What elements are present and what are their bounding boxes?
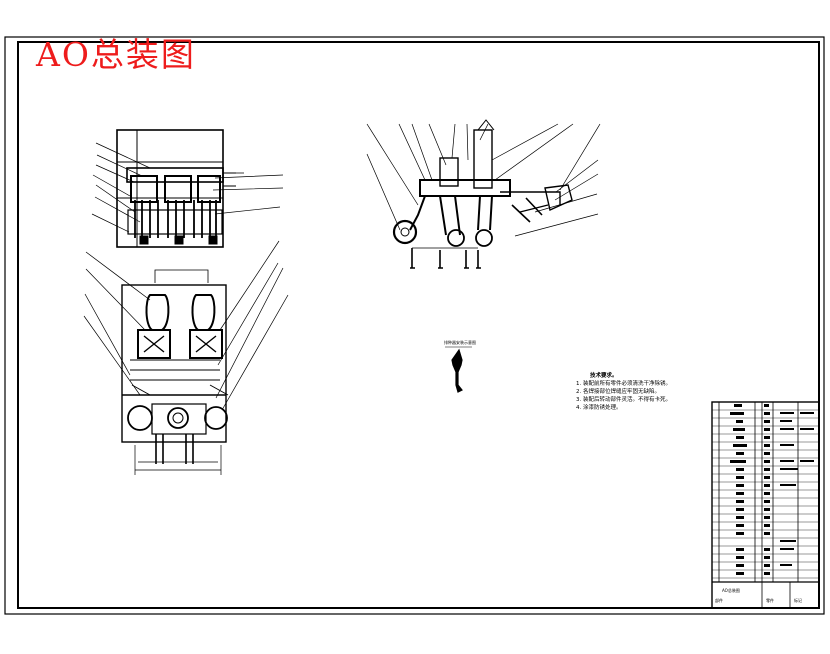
title-block-mid-label: 零件 <box>766 598 774 603</box>
inner-frame <box>17 41 820 609</box>
front-view-leaders <box>91 142 284 233</box>
outer-frame <box>4 36 825 615</box>
seed-meter-detail <box>445 346 472 393</box>
side-view <box>392 119 573 269</box>
title-block-rows <box>712 409 819 579</box>
front-view <box>116 129 236 248</box>
title-block-hatches <box>730 404 814 575</box>
title-block-right-label: 标记 <box>794 598 802 603</box>
plan-view-leaders <box>83 240 289 411</box>
tech-req-item-3: 3. 装配后转动部件灵活。不得有卡死。 <box>576 396 671 403</box>
tech-req-item-1: 1. 装配前所有零件必须清洗干净除锈。 <box>576 380 671 387</box>
title-block-left-label: 部件 <box>715 598 723 603</box>
tech-req-item-2: 2. 各焊接部位焊缝应牢固无缺陷。 <box>576 388 660 395</box>
title-block <box>711 401 820 609</box>
drawing-title: AO总装图 <box>36 35 196 74</box>
tech-req-item-4: 4. 涂漆防锈处理。 <box>576 404 622 411</box>
technical-requirements: 技术要求。 1. 装配前所有零件必须清洗干净除锈。 2. 各焊接部位焊缝应牢固无… <box>576 373 694 413</box>
center-label: 排种器安装示意图 <box>444 340 476 345</box>
tech-req-heading: 技术要求。 <box>590 373 618 379</box>
title-block-drawing-name: AO总装图 <box>722 588 740 593</box>
plan-view <box>121 269 229 475</box>
side-view-leaders <box>366 123 601 237</box>
